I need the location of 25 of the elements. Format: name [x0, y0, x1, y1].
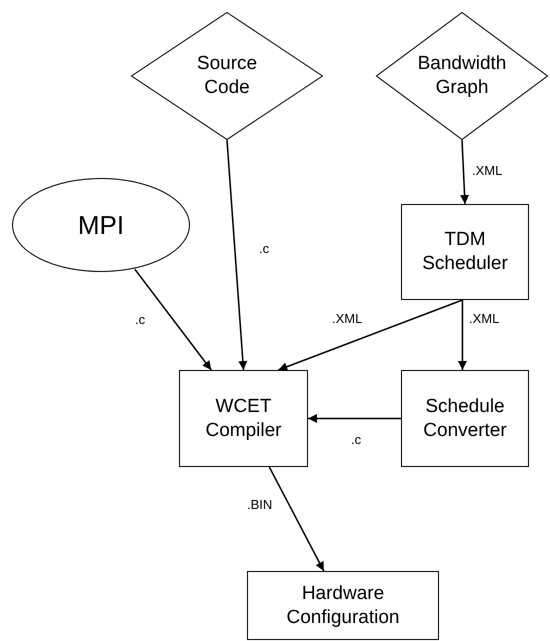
- process-box: [247, 571, 439, 640]
- node-label: TDM Scheduler: [421, 228, 509, 276]
- edge-label: .XML: [471, 163, 504, 178]
- arrow: [278, 299, 463, 371]
- process-box: [179, 370, 308, 467]
- process-box: [401, 370, 529, 467]
- process-box: [401, 204, 529, 300]
- node-label: Schedule Converter: [422, 394, 508, 442]
- input-diamond: [131, 12, 323, 140]
- node-label: Hardware Configuration: [285, 582, 401, 630]
- node-label: Source Code: [196, 52, 258, 100]
- node-label: Bandwidth Graph: [416, 52, 508, 100]
- arrow: [268, 466, 324, 572]
- arrow: [134, 268, 212, 370]
- arrow: [460, 140, 470, 204]
- arrow: [226, 140, 248, 370]
- edge-label: .BIN: [246, 497, 274, 512]
- input-ellipse: [12, 178, 190, 272]
- edge-label: .XML: [331, 311, 364, 326]
- arrow: [308, 414, 401, 423]
- node-label: MPI: [76, 208, 126, 242]
- input-diamond: [376, 12, 548, 140]
- node-label: WCET Compiler: [204, 394, 283, 442]
- arrow: [458, 300, 467, 370]
- edge-label: .XML: [468, 311, 500, 326]
